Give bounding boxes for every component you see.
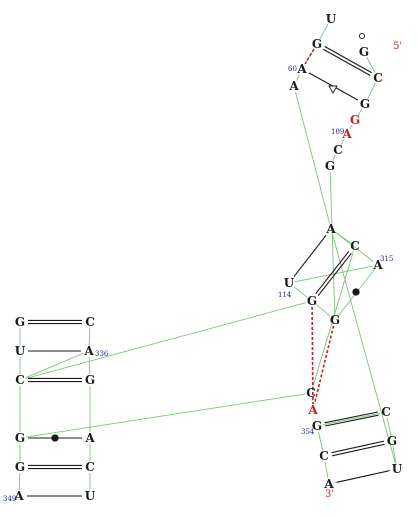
nucleotide-a: A: [288, 79, 299, 93]
backbone-segment: [329, 171, 336, 315]
base-pair-lines: [27, 46, 390, 497]
base-pair-line: [315, 250, 350, 295]
nucleotide-g: G: [15, 460, 25, 474]
three-prime-label: 3': [325, 489, 334, 500]
tertiary-contact-line: [313, 325, 335, 405]
nucleotide-u: U: [15, 344, 26, 358]
position-numbers: 60 109 315 114 336 354 349: [3, 65, 393, 503]
backbone-segment: [25, 302, 307, 379]
nucleotide-g: G: [15, 315, 25, 329]
backbone-segment: [312, 251, 354, 388]
interaction-symbols: [51, 32, 366, 442]
position-number: 60: [288, 65, 297, 73]
position-number: 349: [3, 495, 16, 503]
base-pair-line: [336, 470, 390, 483]
nucleotide-g: G: [312, 37, 322, 51]
backbone-segment: [332, 155, 336, 161]
nucleotide-g: G: [312, 419, 322, 433]
position-number: 114: [278, 291, 292, 299]
nucleotide-c: C: [306, 386, 316, 400]
nucleotide-a: A: [372, 258, 383, 272]
position-number: 354: [301, 428, 315, 436]
backbone-segment: [322, 412, 381, 426]
nucleotide-c: C: [85, 460, 95, 474]
base-pair-line: [322, 48, 371, 76]
position-number: 109: [331, 128, 344, 136]
open-circle-symbol: [358, 32, 366, 40]
nucleotide-c: C: [333, 143, 343, 157]
backbone-segment: [316, 304, 331, 317]
nucleotide-u: U: [85, 489, 96, 503]
backbone-segment: [357, 108, 363, 116]
backbone-segment: [367, 83, 376, 99]
filled-circle-symbol: [352, 288, 360, 296]
base-pair-line: [325, 414, 379, 427]
backbone-segment: [319, 24, 329, 39]
nucleotide-g: G: [307, 294, 317, 308]
base-pair-line: [317, 252, 352, 297]
backbone-segment: [366, 57, 376, 73]
nucleotide-g: G: [85, 373, 95, 387]
nucleotide-a: A: [83, 344, 94, 358]
base-pair-line: [331, 440, 384, 454]
nucleotide-c: C: [15, 373, 25, 387]
backbone-segment: [349, 124, 353, 130]
backbone-segment: [296, 74, 300, 81]
backbone-segment: [25, 352, 84, 379]
backbone-segment: [293, 286, 308, 298]
nucleotide-g: G: [325, 159, 335, 173]
backbone-segment: [340, 139, 345, 145]
backbone-segment: [25, 393, 306, 438]
backbone-segment: [88, 327, 91, 346]
backbone-segment: [295, 91, 330, 224]
nucleotide-a: A: [84, 431, 95, 445]
open-triangle-symbol: [328, 85, 338, 94]
base-pair-line: [324, 411, 378, 424]
nucleotide-g: G: [359, 45, 369, 59]
nucleotide-a: A: [13, 489, 24, 503]
backbone-segment: [88, 356, 91, 375]
position-number: 336: [95, 350, 109, 358]
filled-circle-symbol: [51, 434, 59, 442]
backbone-segment: [332, 234, 396, 464]
base-pair-line: [332, 443, 385, 457]
nucleotide-u: U: [284, 276, 295, 290]
tertiary-contact-lines: [304, 48, 335, 405]
nucleotide-a: A: [296, 62, 307, 76]
nucleotide-g: G: [15, 431, 25, 445]
nucleotide-c: C: [381, 405, 391, 419]
nucleotide-a: A: [307, 403, 318, 417]
tertiary-contact-line: [304, 48, 315, 65]
backbone-segment: [317, 431, 324, 451]
nucleotide-c: C: [319, 449, 329, 463]
nucleotide-g: G: [360, 97, 370, 111]
nucleotide-g: G: [330, 313, 340, 327]
backbone-segment: [335, 232, 374, 262]
nucleotide-c: C: [85, 315, 95, 329]
nucleotide-a: A: [325, 222, 336, 236]
backbone-segment: [386, 417, 392, 436]
five-prime-label: 5': [393, 41, 402, 52]
nucleotide-a: A: [341, 127, 352, 141]
base-pair-line: [293, 234, 327, 278]
backbone-segment: [392, 446, 397, 464]
tertiary-contact-line: [311, 306, 314, 405]
nucleotide-c: C: [373, 71, 383, 85]
nucleotide-c: C: [350, 239, 360, 253]
nucleotide-g: G: [350, 113, 360, 127]
backbone-segment: [18, 472, 21, 491]
base-pair-line: [324, 46, 373, 74]
nucleotide-a: A: [323, 477, 334, 491]
backbone-segment: [324, 461, 329, 479]
position-number: 315: [380, 255, 393, 263]
nucleotide-u: U: [392, 462, 403, 476]
nucleotide-u: U: [326, 12, 337, 26]
backbone-segment: [294, 265, 373, 283]
strand-end-labels: 5' 3': [325, 41, 402, 500]
backbone-lines: [18, 24, 397, 491]
nucleotide-g: G: [387, 434, 397, 448]
